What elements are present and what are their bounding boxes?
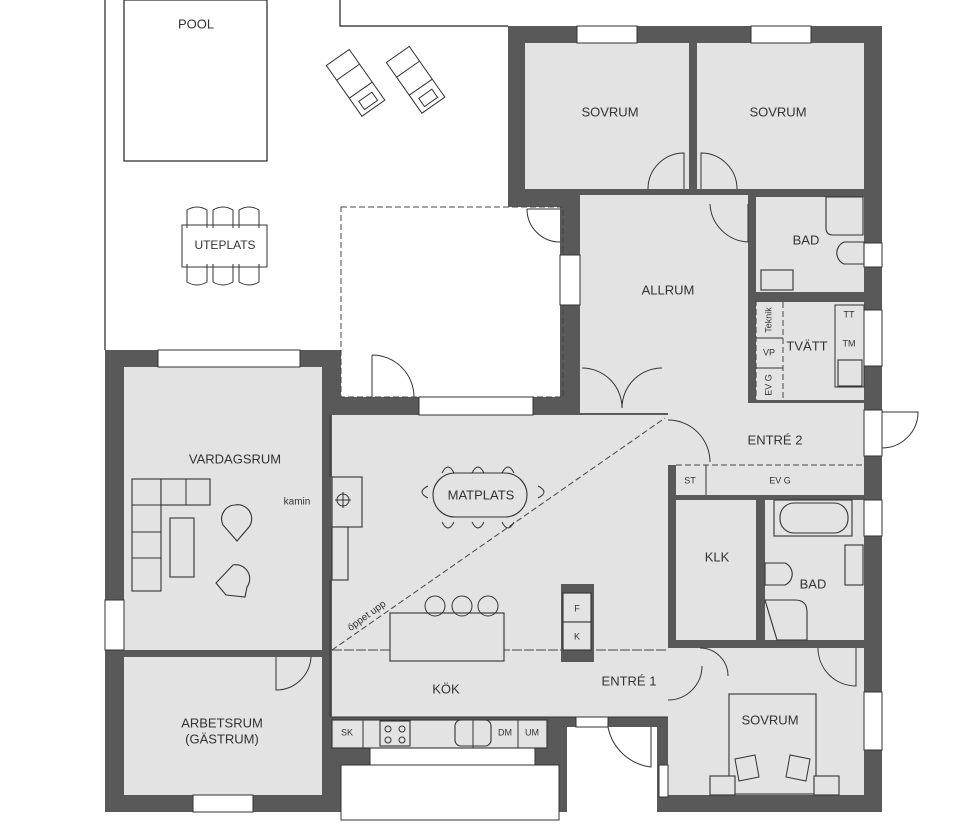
label-ev-g: EV G [769,475,791,485]
label-tm: TM [843,338,856,348]
label-vardagsrum: VARDAGSRUM [189,451,281,466]
label-entre-1: ENTRÉ 1 [602,673,657,688]
outdoor-dining-table [181,206,268,286]
label-pool: POOL [178,16,214,31]
label-sovrum-3: SOVRUM [741,712,798,727]
label-vp: VP [763,347,775,357]
label-ev-g-vertical: EV G [763,374,773,396]
label-kamin: kamin [284,497,311,508]
label-um: UM [525,727,539,737]
label-arbetsrum: ARBETSRUM [181,715,263,730]
label-uteplats: UTEPLATS [194,238,255,252]
furniture [131,196,865,796]
sun-lounger-icon [325,48,386,117]
label-tvatt: TVÄTT [786,338,827,353]
label-matplats: MATPLATS [448,487,515,502]
label-bad-2: BAD [800,576,827,591]
label-sovrum-1: SOVRUM [581,104,638,119]
label-fridge: F [574,603,580,613]
sun-lounger-icon [385,45,446,114]
dining-chairs [421,466,545,529]
label-allrum: ALLRUM [642,282,695,297]
label-kok: KÖK [432,681,460,696]
label-bad-1: BAD [793,232,820,247]
interior-lines [329,300,864,718]
room-labels: POOL UTEPLATS SOVRUM SOVRUM BAD ALLRUM T… [178,16,828,746]
pool [123,0,268,162]
doors [275,152,919,768]
label-freezer: K [574,631,580,641]
label-klk: KLK [705,549,730,564]
label-sk: SK [341,727,353,737]
label-sovrum-2: SOVRUM [749,104,806,119]
label-teknik: Teknik [763,307,773,333]
label-dm: DM [498,727,512,737]
label-tt: TT [844,309,855,319]
label-entre-2: ENTRÉ 2 [748,432,803,447]
label-gastrum: (GÄSTRUM) [185,731,259,746]
label-st: ST [684,475,696,485]
